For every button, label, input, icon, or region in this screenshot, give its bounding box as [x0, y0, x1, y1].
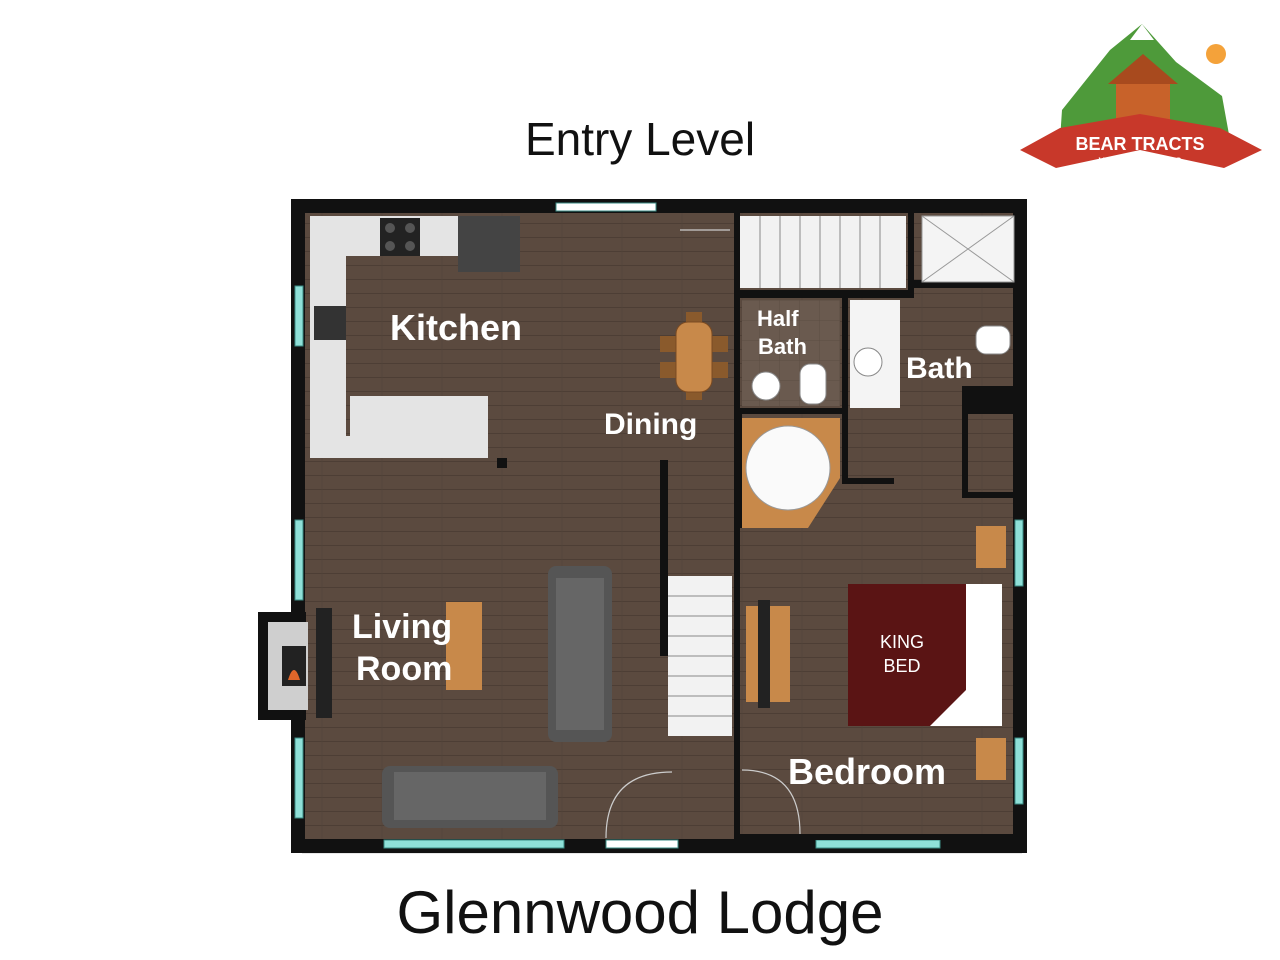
- sink-icon: [751, 371, 781, 401]
- plan-name: Glennwood Lodge: [396, 879, 884, 946]
- window: [294, 737, 304, 819]
- floor: [298, 206, 1020, 846]
- tv-icon: [758, 600, 770, 708]
- label-living-line2: Room: [356, 650, 452, 688]
- sofa: [548, 566, 612, 742]
- shower-drain-icon: [921, 215, 1015, 283]
- coffee-table: [446, 602, 482, 690]
- label-bed-line2: BED: [883, 656, 920, 676]
- refrigerator: [458, 216, 520, 272]
- burners: [385, 223, 415, 251]
- nightstand: [976, 526, 1006, 568]
- window: [294, 285, 304, 347]
- sofa: [382, 766, 558, 828]
- label-bath: Bath: [906, 352, 973, 385]
- sun-icon: [1206, 44, 1226, 64]
- label-bedroom: Bedroom: [788, 751, 946, 792]
- stair-treads: [759, 216, 881, 288]
- brand-logo: BEAR TRACTS VACATION CABINS: [1020, 24, 1262, 168]
- window: [294, 519, 304, 601]
- window: [1014, 737, 1024, 805]
- tub-icon: [745, 425, 831, 511]
- label-bed-line1: KING: [880, 632, 924, 652]
- windows: [294, 202, 1024, 849]
- label-half-bath-line2: Bath: [758, 334, 807, 359]
- dining-table: [660, 312, 728, 400]
- label-half-bath-line1: Half: [757, 306, 799, 331]
- level-title: Entry Level: [524, 113, 756, 165]
- label-kitchen: Kitchen: [390, 307, 522, 348]
- logo-line1: BEAR TRACTS: [1076, 134, 1205, 154]
- bed-sheet-fold: [930, 690, 966, 726]
- post: [497, 458, 507, 468]
- window: [1014, 519, 1024, 587]
- toilet-icon: [799, 363, 827, 405]
- stove-icon: [380, 218, 420, 256]
- label-dining: Dining: [604, 408, 697, 441]
- stairs-upper: [740, 216, 906, 288]
- logo-line2: VACATION CABINS: [1099, 156, 1182, 166]
- window: [555, 202, 657, 212]
- banner-icon: [1020, 114, 1262, 168]
- fire-icon: [288, 670, 300, 680]
- window: [383, 839, 565, 849]
- toilet-icon: [975, 325, 1011, 355]
- nightstand: [976, 738, 1006, 780]
- door-opening: [605, 839, 679, 849]
- stair-treads: [668, 595, 732, 717]
- pillows: [966, 584, 1002, 726]
- label-living-line1: Living: [352, 608, 452, 646]
- door-swings: [605, 229, 801, 839]
- interior-walls: [660, 210, 1020, 840]
- window: [815, 839, 941, 849]
- tv-icon: [316, 608, 332, 718]
- sink-icon: [314, 306, 346, 340]
- sink-icon: [853, 347, 883, 377]
